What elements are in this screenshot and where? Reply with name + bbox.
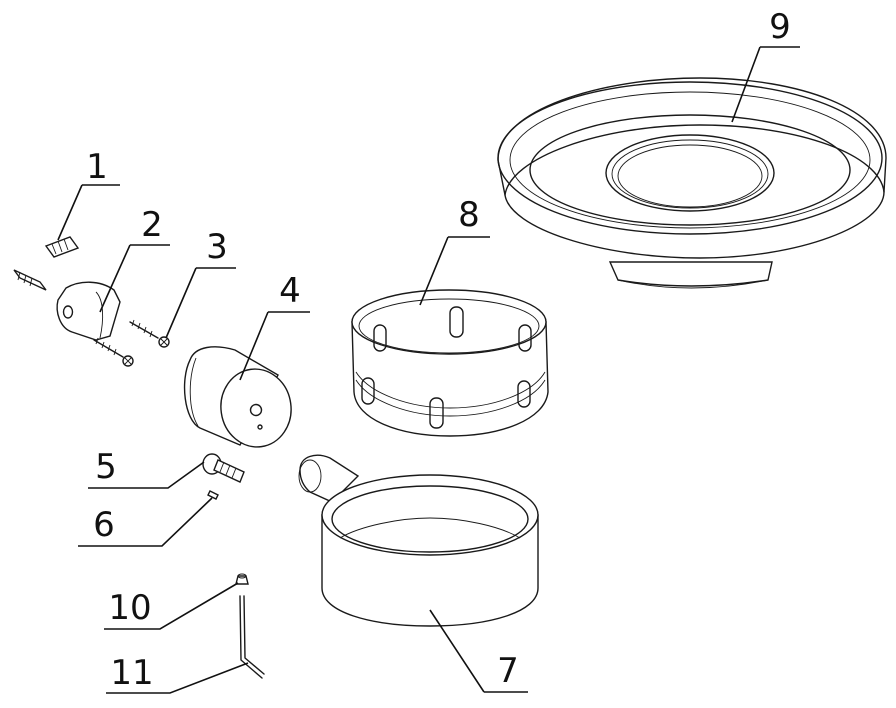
- callout-7: 7: [497, 651, 519, 691]
- part-2-bracket: [56, 281, 121, 341]
- callout-4: 4: [279, 271, 301, 311]
- part-10-cap: [235, 573, 249, 585]
- callout-11: 11: [110, 653, 153, 693]
- callout-labels: 1 2 3 4 5 6 7 8 9 10 11: [86, 7, 791, 693]
- callout-5: 5: [95, 447, 117, 487]
- part-9-soap-dish: [497, 77, 887, 289]
- part-11-hex-key: [239, 595, 265, 679]
- part-6-pin: [207, 490, 219, 500]
- part-8-slotted-ring: [351, 289, 549, 437]
- part-1-wall-anchors: [13, 236, 80, 291]
- part-5-set-screw: [202, 453, 245, 483]
- callout-8: 8: [458, 195, 480, 235]
- callout-3: 3: [206, 227, 228, 267]
- callout-6: 6: [93, 505, 115, 545]
- callout-9: 9: [769, 7, 791, 47]
- part-4-mount-block: [183, 346, 292, 448]
- callout-2: 2: [141, 205, 163, 245]
- leader-lines: [57, 46, 800, 694]
- callout-10: 10: [108, 588, 151, 628]
- callout-1: 1: [86, 147, 108, 187]
- part-7-holder-cup: [298, 454, 539, 627]
- part-3-screws: [93, 319, 170, 367]
